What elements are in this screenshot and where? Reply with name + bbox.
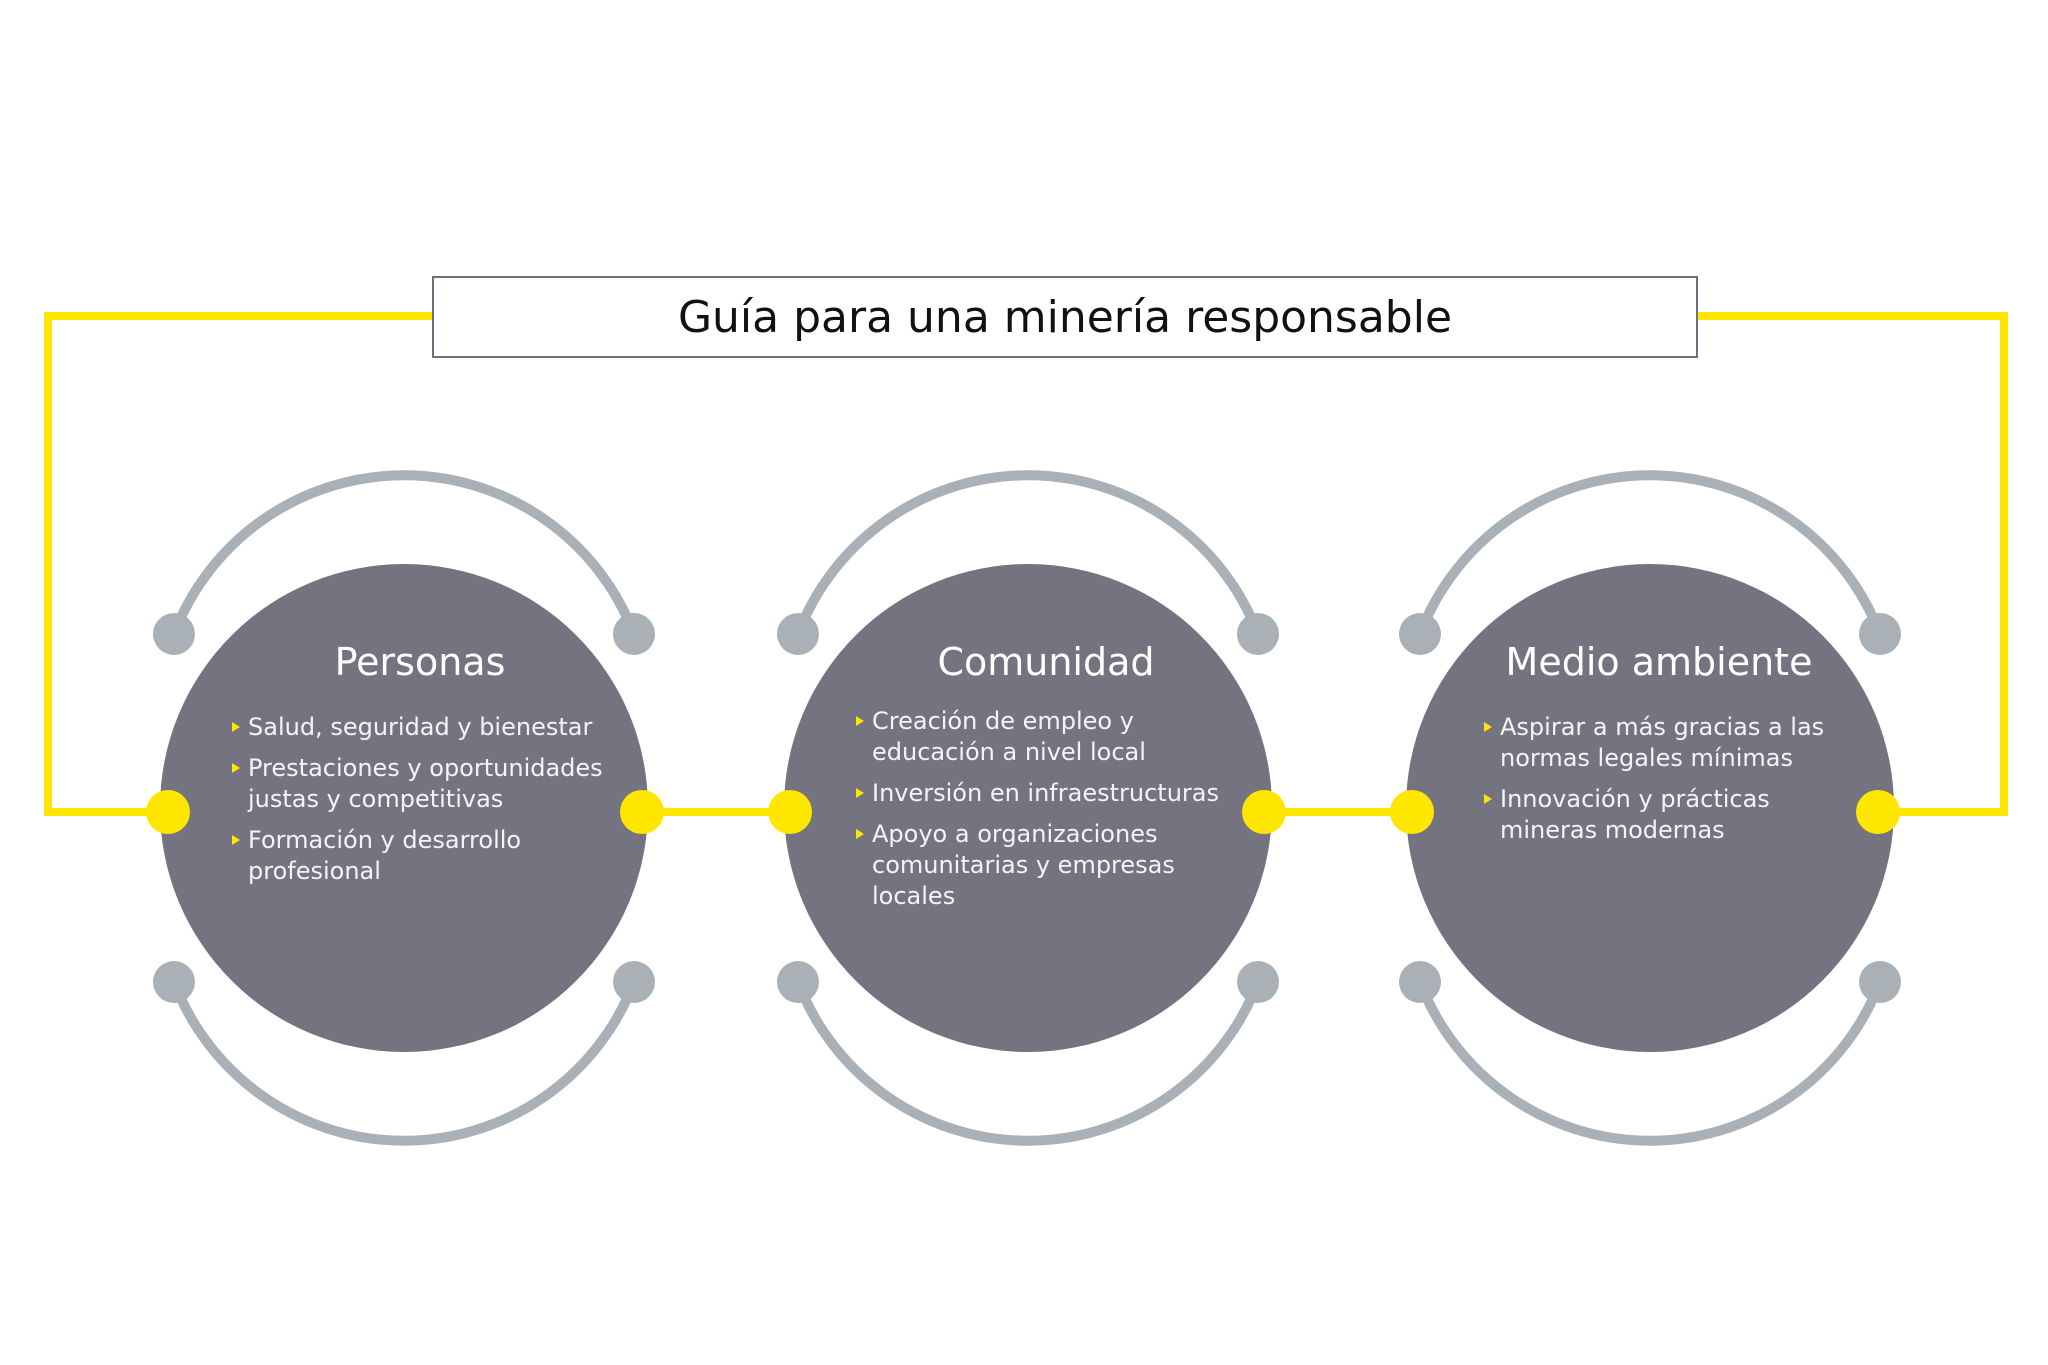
pillar-medio-ambiente	[1390, 470, 1901, 1146]
connector-dot	[1390, 790, 1434, 834]
connector-dot	[1242, 790, 1286, 834]
arc-endpoint-dot	[153, 613, 195, 655]
arc-endpoint-dot	[777, 613, 819, 655]
list-item: Inversión en infraestructuras	[856, 778, 1236, 809]
top-arc	[169, 470, 639, 636]
arc-endpoint-dot	[1859, 613, 1901, 655]
arc-endpoint-dot	[1399, 961, 1441, 1003]
list-item: Formación y desarrollo profesional	[232, 825, 610, 887]
arc-endpoint-dot	[1859, 961, 1901, 1003]
connector-dot	[620, 790, 664, 834]
bullet-list: Creación de empleo y educación a nivel l…	[856, 706, 1236, 912]
pillar-title: Personas	[334, 640, 506, 684]
pillar-circle	[160, 564, 648, 1052]
top-arc	[1415, 470, 1885, 636]
pillar-title: Comunidad	[937, 640, 1155, 684]
bullet-list: Aspirar a más gracias a las normas legal…	[1484, 712, 1834, 846]
connector-dot	[1856, 790, 1900, 834]
bottom-arc	[793, 980, 1263, 1146]
arc-endpoint-dot	[1237, 961, 1279, 1003]
arc-endpoint-dot	[777, 961, 819, 1003]
pillar-circle	[784, 564, 1272, 1052]
arc-endpoint-dot	[613, 961, 655, 1003]
list-item: Innovación y prácticas mineras modernas	[1484, 784, 1834, 846]
pillar-personas	[146, 470, 664, 1146]
bullet-list: Salud, seguridad y bienestar Prestacione…	[232, 712, 610, 887]
pillar-circle	[1406, 564, 1894, 1052]
pillar-comunidad	[768, 470, 1286, 1146]
list-item: Prestaciones y oportunidades justas y co…	[232, 753, 610, 815]
yellow-connector-frame-right	[1698, 312, 2008, 816]
list-item: Creación de empleo y educación a nivel l…	[856, 706, 1236, 768]
panel-medio-ambiente: Medio ambiente Aspirar a más gracias a l…	[1484, 640, 1834, 856]
panel-personas: Personas Salud, seguridad y bienestar Pr…	[230, 640, 610, 897]
yellow-connector-frame	[44, 312, 432, 816]
list-item: Apoyo a organizaciones comunitarias y em…	[856, 819, 1236, 912]
diagram-title: Guía para una minería responsable	[677, 291, 1453, 343]
connector-dot	[146, 790, 190, 834]
list-item: Salud, seguridad y bienestar	[232, 712, 610, 743]
connector-dot	[768, 790, 812, 834]
pillar-title: Medio ambiente	[1505, 640, 1813, 684]
bottom-arc	[1415, 980, 1885, 1146]
list-item: Aspirar a más gracias a las normas legal…	[1484, 712, 1834, 774]
top-arc	[793, 470, 1263, 636]
panel-comunidad: Comunidad Creación de empleo y educación…	[856, 640, 1236, 922]
arc-endpoint-dot	[1237, 613, 1279, 655]
arc-endpoint-dot	[1399, 613, 1441, 655]
title-box: Guía para una minería responsable	[432, 276, 1698, 358]
bottom-arc	[169, 980, 639, 1146]
arc-endpoint-dot	[153, 961, 195, 1003]
arc-endpoint-dot	[613, 613, 655, 655]
